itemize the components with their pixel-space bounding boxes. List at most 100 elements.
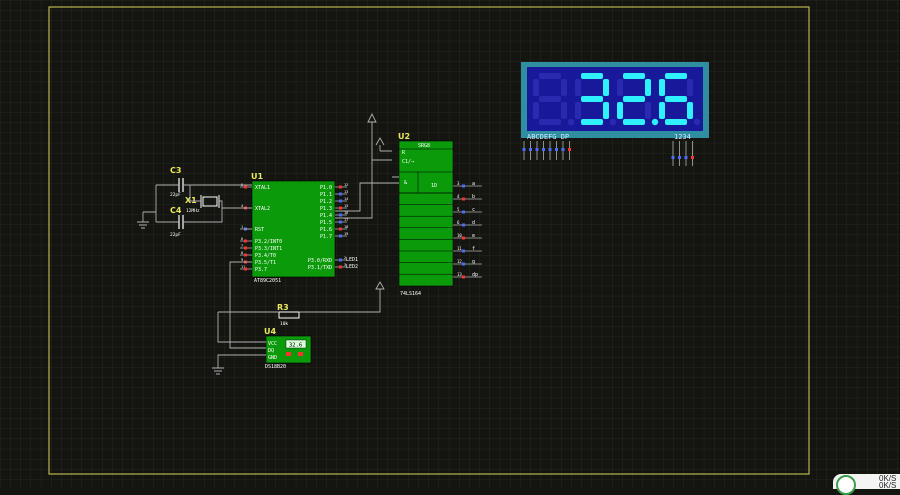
pin-state xyxy=(244,185,247,189)
segment-dp xyxy=(567,118,575,126)
pin-state xyxy=(244,246,247,250)
x1-crystal[interactable]: X1 12MHz xyxy=(185,195,220,214)
u2-pin-number: 12 xyxy=(457,259,462,264)
pin-state xyxy=(339,213,342,217)
u1-ref: U1 xyxy=(251,172,263,181)
u2-pin-1d: 1D xyxy=(431,183,437,189)
u2-shift-register[interactable]: U2 SRG8 R C1/→ & 1D 74LS164 a3b4c5d6e10f… xyxy=(398,132,482,297)
r3-body xyxy=(278,311,300,319)
network-speed-indicator[interactable]: 0K/S 0K/S xyxy=(833,474,900,495)
segment-labels: ABCDEFG DP xyxy=(527,133,569,141)
wire-reset-power xyxy=(375,137,392,152)
segment-c xyxy=(687,102,693,119)
download-speed: 0K/S xyxy=(879,481,897,490)
u4-pin-gnd: GND xyxy=(268,355,277,361)
wire-u2-inputs xyxy=(392,176,399,184)
u1-pin-label: P1.7 xyxy=(320,234,332,240)
pin-state xyxy=(339,265,342,269)
r3-value: 10k xyxy=(280,321,288,327)
segment-e xyxy=(659,102,665,119)
pin-state xyxy=(671,156,675,159)
u1-pin-label: P3.1/TXD xyxy=(308,265,332,271)
u4-temperature-sensor[interactable]: U4 VCC DQ GND 32.6 DS18B20 xyxy=(264,327,312,370)
u4-button-up[interactable] xyxy=(298,352,303,356)
u2-pin-r: R xyxy=(402,150,406,156)
u2-pin-number: 4 xyxy=(457,194,460,199)
u4-button-down[interactable] xyxy=(286,352,291,356)
segment-a xyxy=(581,73,603,79)
u1-pin-number: 7 xyxy=(241,244,243,248)
u1-pin-number: 13 xyxy=(344,190,348,194)
power-arrow-right xyxy=(375,281,385,290)
pin-state xyxy=(535,148,539,151)
c3-ref: C3 xyxy=(170,166,181,175)
segment-d xyxy=(665,119,687,125)
r3-resistor[interactable]: R3 10k xyxy=(277,303,300,327)
u1-part: AT89C2051 xyxy=(254,278,281,284)
u2-pin-number: 6 xyxy=(457,220,460,225)
u2-output-label: a xyxy=(472,181,475,187)
segment-g xyxy=(623,96,645,102)
u1-pin-number: 19 xyxy=(344,232,348,236)
pin-state xyxy=(529,148,532,151)
u2-output-label: b xyxy=(472,194,475,200)
u1-pin-label: P1.6 xyxy=(320,227,332,233)
segment-a xyxy=(539,73,561,79)
u1-pin-number: 2 xyxy=(344,256,346,260)
pin-state xyxy=(462,223,465,227)
u1-pin-label: P1.3 xyxy=(320,206,332,212)
segment-f xyxy=(575,79,581,96)
u4-ref: U4 xyxy=(264,327,276,336)
u2-ref: U2 xyxy=(398,132,410,141)
pin-state xyxy=(462,236,465,240)
pin-state xyxy=(339,206,342,210)
u2-output-label: d xyxy=(472,220,475,226)
wires xyxy=(137,112,399,375)
u1-pin-number: 12 xyxy=(344,183,348,187)
pin-state xyxy=(339,227,342,231)
u2-header: SRG8 xyxy=(418,143,430,149)
u1-pin-label: P1.2 xyxy=(320,199,332,205)
u4-pin-dq: DQ xyxy=(268,348,274,354)
wire-gnd-u4 xyxy=(217,354,266,368)
c4-ref: C4 xyxy=(170,206,182,215)
u2-pin-number: 5 xyxy=(457,207,460,212)
display-pins xyxy=(522,141,694,166)
u2-pin-number: 10 xyxy=(457,233,462,238)
u4-pin-vcc: VCC xyxy=(268,341,277,347)
u2-pin-and: & xyxy=(404,180,407,186)
pin-state xyxy=(462,275,465,279)
segment-e xyxy=(617,102,623,119)
ground-symbol-u4 xyxy=(212,367,224,375)
pin-state xyxy=(561,148,565,151)
seven-segment-display[interactable]: ABCDEFG DP 1234 xyxy=(521,62,709,166)
pin-state xyxy=(462,249,465,253)
u2-output-label: f xyxy=(472,246,475,252)
u2-output-rows xyxy=(399,192,453,275)
pin-state xyxy=(684,156,688,159)
u1-pin-label: P1.1 xyxy=(320,192,332,198)
pin-state xyxy=(555,148,558,151)
u2-pin-number: 13 xyxy=(457,272,462,277)
u1-pin-label: P3.4/T0 xyxy=(255,253,276,259)
segment-c xyxy=(645,102,651,119)
pin-state xyxy=(542,148,545,151)
segment-dp xyxy=(609,118,617,126)
u2-body xyxy=(398,140,454,287)
u1-pin-label: P1.0 xyxy=(320,185,332,191)
u1-pin-label: XTAL1 xyxy=(255,185,270,191)
pin-state xyxy=(462,262,465,266)
u1-pin-number: 6 xyxy=(241,237,243,241)
u1-pin-label: XTAL2 xyxy=(255,206,270,212)
pin-state xyxy=(244,267,247,271)
u1-pin-number: 15 xyxy=(344,204,348,208)
segment-a xyxy=(623,73,645,79)
segment-g xyxy=(665,96,687,102)
u1-pin-number: 16 xyxy=(344,211,348,215)
u1-pin-number: 8 xyxy=(241,251,243,255)
u1-pin-number: 3 xyxy=(344,263,346,267)
